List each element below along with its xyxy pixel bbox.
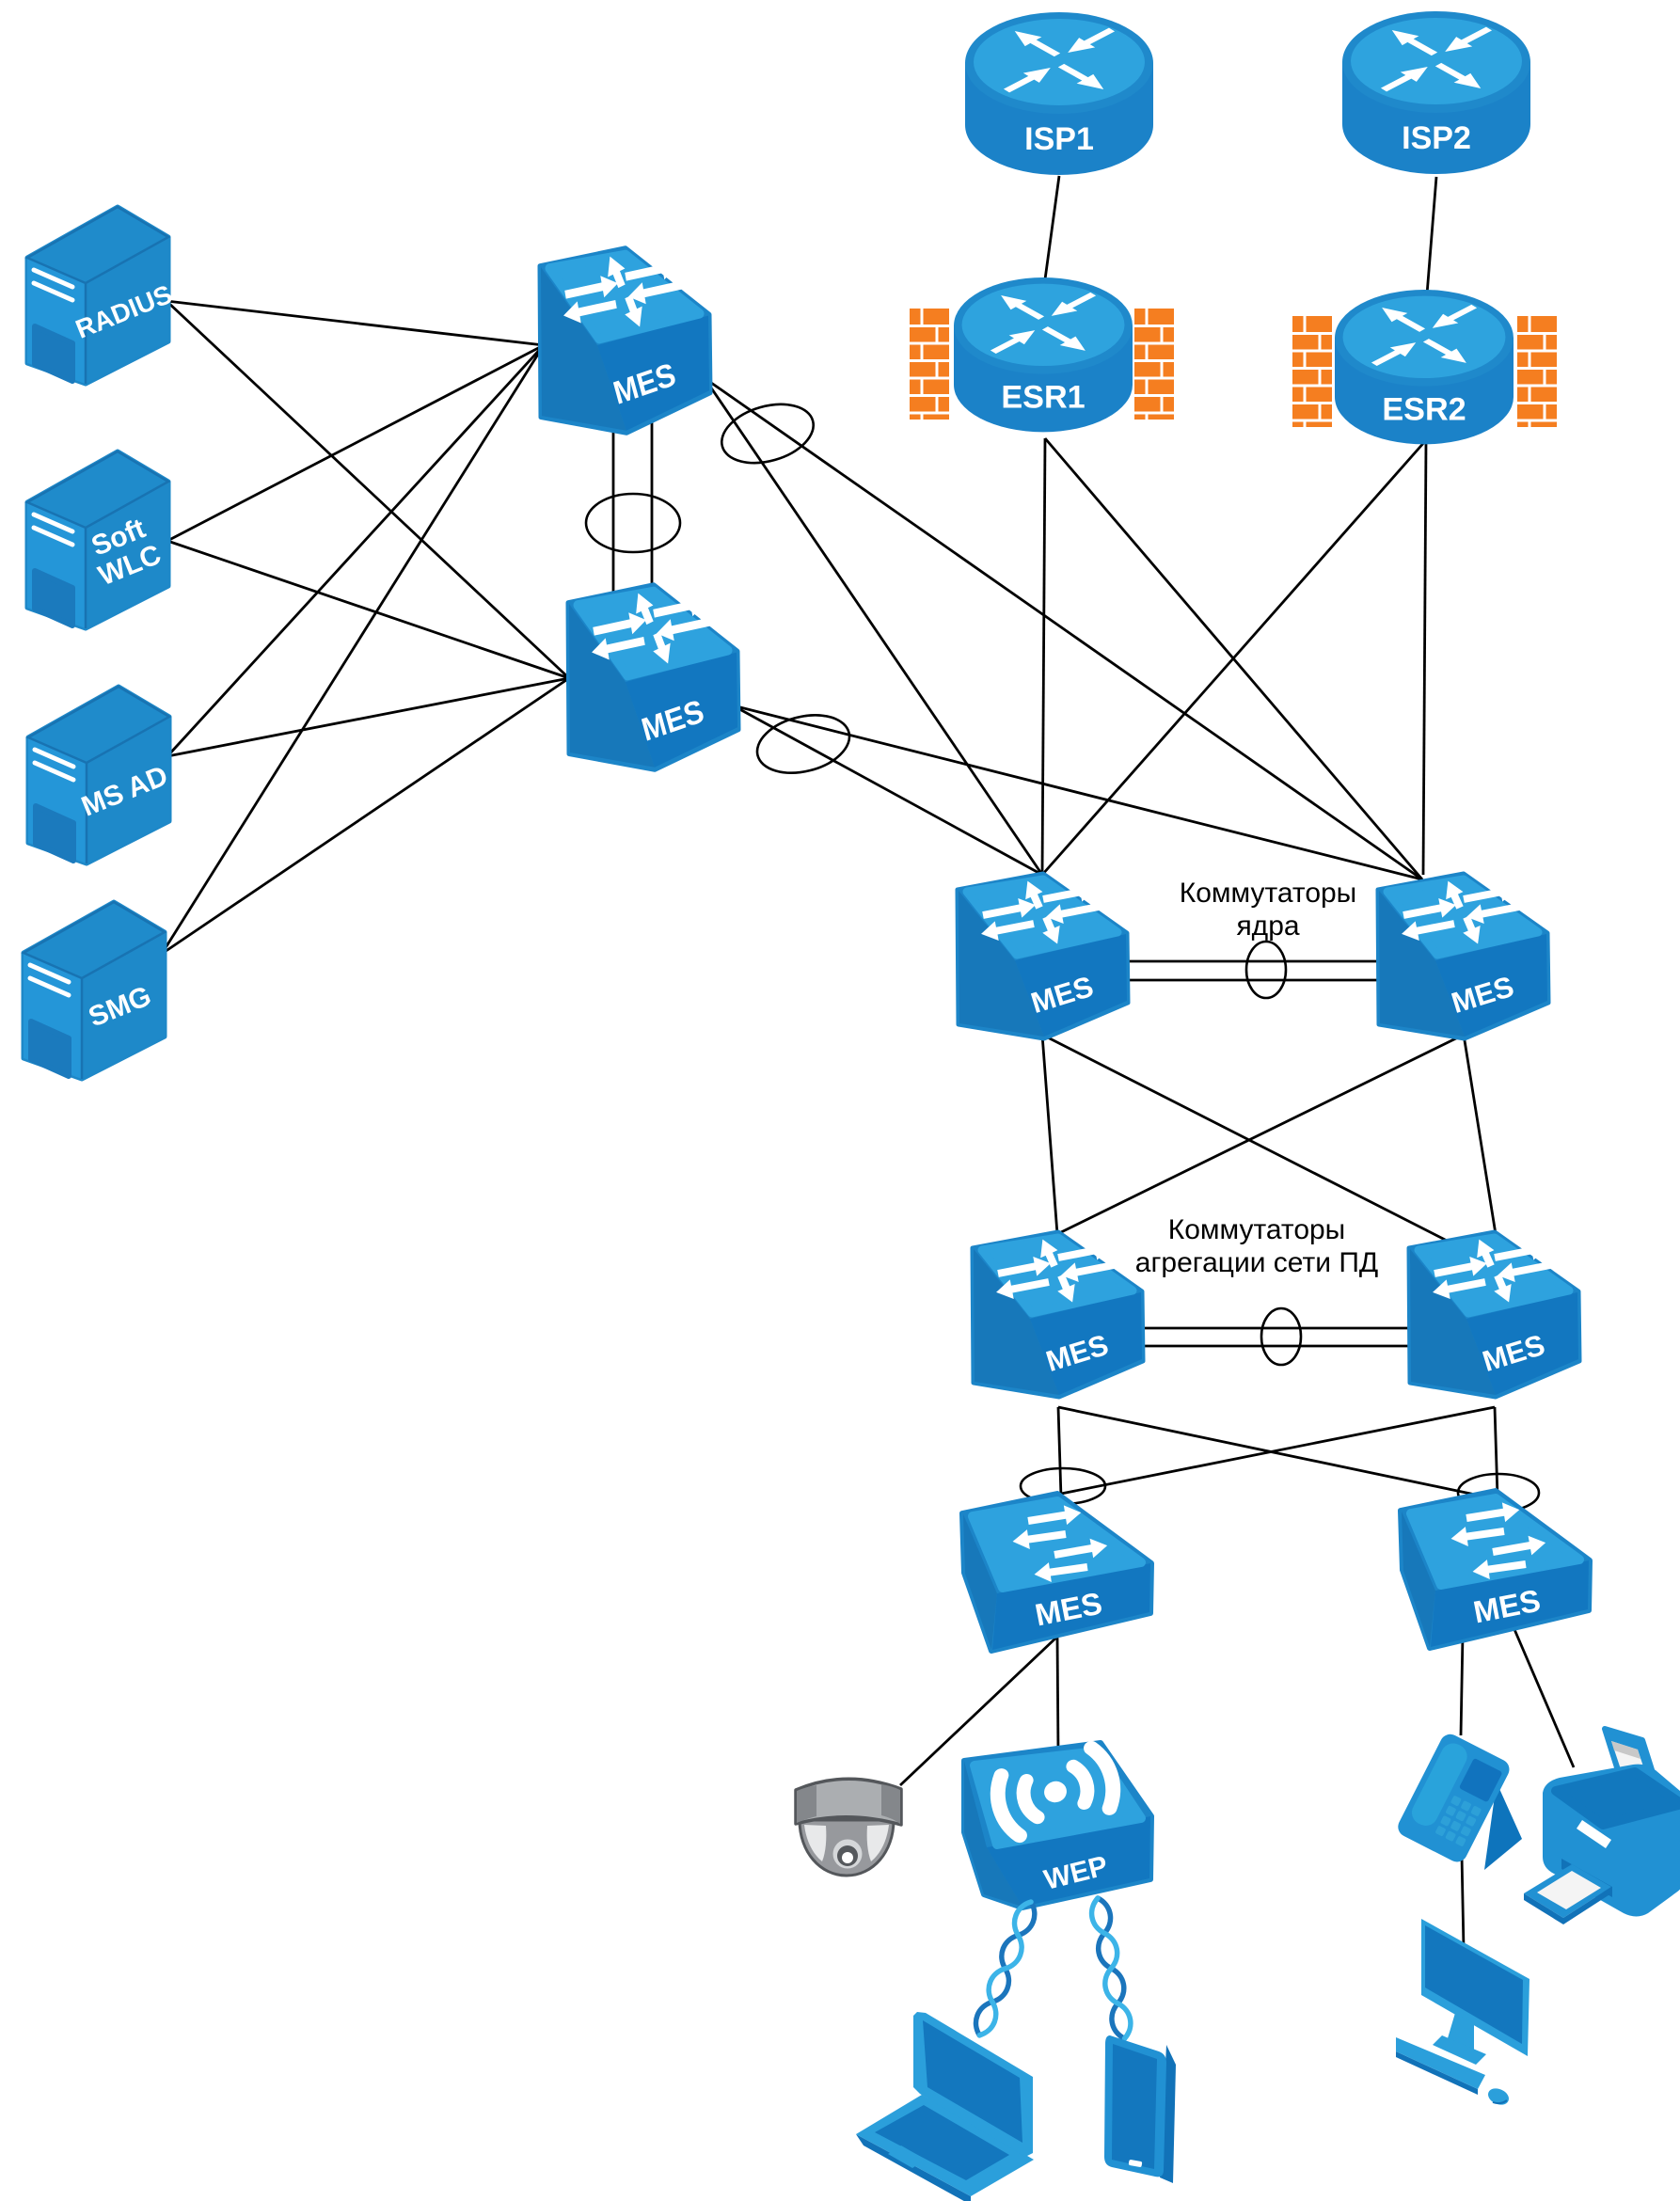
svg-text:ядра: ядра: [1236, 910, 1299, 942]
svg-text:ESR1: ESR1: [1001, 380, 1085, 416]
svg-text:Коммутаторы: Коммутаторы: [1180, 878, 1357, 909]
svg-text:ISP2: ISP2: [1402, 120, 1471, 156]
svg-text:ISP1: ISP1: [1024, 121, 1094, 157]
svg-text:Коммутаторы: Коммутаторы: [1168, 1214, 1346, 1245]
svg-text:агрегации сети ПД: агрегации сети ПД: [1135, 1247, 1378, 1278]
svg-text:ESR2: ESR2: [1382, 392, 1466, 428]
